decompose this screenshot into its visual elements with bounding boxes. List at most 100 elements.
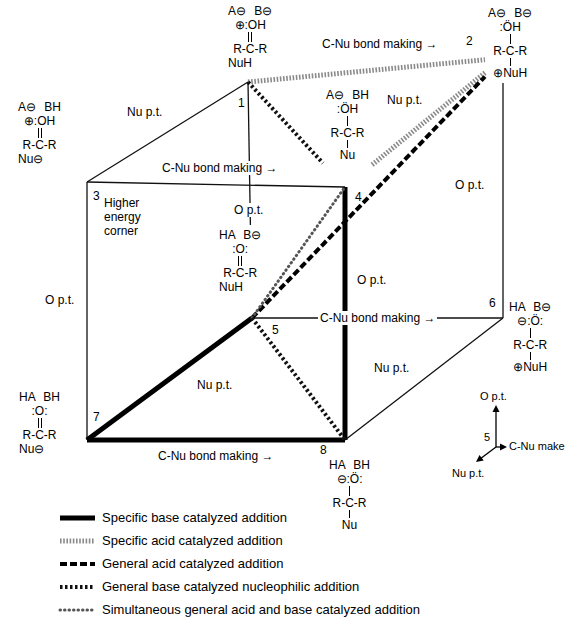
legend-text: Specific acid catalyzed addition	[102, 533, 283, 549]
counter-ions: HA BH	[329, 458, 370, 472]
carbon-center: R-C-R	[219, 266, 261, 280]
edge-label: Nu p.t.	[372, 361, 411, 375]
bond-line	[349, 510, 350, 518]
note: Higher energy corner	[104, 196, 150, 238]
corner-number: 3	[93, 189, 100, 203]
edge-label: O p.t.	[355, 273, 388, 287]
carbon-center: R-C-R	[19, 428, 60, 442]
bond-line	[510, 34, 511, 44]
oxygen-group: ⊖:Ö:	[509, 314, 551, 328]
bond-line	[530, 328, 531, 338]
bond-line	[38, 128, 42, 138]
cube-edge	[252, 77, 485, 318]
legend-text: General base catalyzed nucleophilic addi…	[102, 579, 359, 595]
legend-text: General acid catalyzed addition	[102, 556, 283, 572]
edge-label: O p.t.	[43, 293, 76, 307]
bond-line	[530, 352, 531, 360]
cube-edge	[252, 318, 345, 440]
counter-ions: HA BH	[19, 390, 60, 404]
legend-sample	[60, 562, 95, 566]
edge-label: Nu p.t.	[385, 93, 424, 107]
corner-number: 2	[466, 34, 473, 48]
carbon-center: R-C-R	[18, 138, 61, 152]
legend-sample	[60, 516, 95, 521]
cube-edge	[248, 82, 323, 163]
bond-line	[38, 418, 42, 428]
legend-text: Simultaneous general acid and base catal…	[102, 602, 420, 618]
structure-corner: HA B⊖:O: R-C-RNuH	[219, 228, 261, 294]
structure-corner: HA BH⊖:Ö:R-C-RNu	[329, 458, 370, 532]
nucleophile: ⊕NuH	[488, 66, 532, 80]
cube-edge	[345, 318, 503, 440]
cube-edge	[87, 318, 252, 440]
arrowhead	[476, 455, 484, 462]
nucleophile: NuH	[228, 56, 272, 70]
cube-edge	[248, 60, 485, 82]
bond-line	[347, 140, 348, 148]
corner-number: 1	[238, 96, 245, 110]
carbon-center: R-C-R	[509, 338, 551, 352]
nucleophile: ⊕NuH	[509, 360, 551, 374]
oxygen-group: :O:	[219, 242, 261, 256]
cube-edge	[86, 182, 87, 440]
corner-number: 8	[320, 443, 327, 457]
oxygen-group: :O:	[19, 404, 60, 418]
edge-label: C-Nu bond making →	[320, 37, 439, 51]
axis-label: 5	[484, 431, 490, 444]
corner-number: 5	[272, 323, 279, 337]
bond-line	[510, 58, 511, 66]
axis-label: Nu p.t.	[452, 467, 484, 480]
carbon-center: R-C-R	[488, 44, 532, 58]
carbon-center: R-C-R	[228, 42, 272, 56]
cube-edge	[87, 438, 345, 443]
legend-sample	[60, 539, 95, 544]
axis-line	[481, 447, 496, 458]
legend-sample	[60, 609, 95, 612]
counter-ions: A⊖ BH	[18, 100, 61, 114]
bond-line	[347, 116, 348, 126]
cube-edge	[372, 73, 485, 165]
bond-line	[248, 32, 252, 42]
corner-number: 4	[355, 190, 362, 204]
arrowhead	[500, 444, 507, 451]
oxygen-group: ⊖:Ö:	[329, 472, 370, 486]
cube-edge	[502, 83, 503, 318]
bond-line	[349, 486, 350, 496]
carbon-center: R-C-R	[326, 126, 369, 140]
axis-label: C-Nu make	[509, 440, 565, 453]
corner-number: 6	[489, 296, 496, 310]
edge-label: O p.t.	[453, 178, 486, 192]
counter-ions: HA B⊖	[219, 228, 261, 242]
counter-ions: A⊖ B⊖	[228, 4, 272, 18]
counter-ions: A⊖ BH	[326, 88, 369, 102]
structure-corner: HA B⊖⊖:Ö: R-C-R ⊕NuH	[509, 300, 551, 374]
nucleophile: Nu⊖	[18, 152, 61, 166]
axis-line	[495, 411, 496, 447]
axis-indicator	[476, 405, 507, 462]
oxygen-group: :ÖH	[326, 102, 369, 116]
structure-corner: A⊖ BH:ÖH R-C-R Nu	[326, 88, 369, 162]
arrowhead	[493, 405, 500, 412]
legend-sample	[60, 585, 95, 589]
edge-label: C-Nu bond making →	[156, 449, 275, 463]
structure-corner: A⊖ B⊖⊕:OHR-C-RNuH	[228, 4, 272, 70]
nucleophile: NuH	[219, 280, 261, 294]
nucleophile: Nu	[326, 148, 369, 162]
cube-edge	[252, 187, 345, 318]
oxygen-group: ⊕:OH	[18, 114, 61, 128]
edge-label: O p.t.	[232, 203, 265, 217]
structure-corner: A⊖ B⊖:ÖHR-C-R⊕NuH	[488, 6, 532, 80]
carbon-center: R-C-R	[329, 496, 370, 510]
cube-edge	[87, 182, 345, 187]
structure-corner: HA BH:O: R-C-RNu⊖	[19, 390, 60, 456]
edge-label: Nu p.t.	[195, 378, 234, 392]
edge-label: C-Nu bond making →	[318, 311, 437, 325]
structure-corner: A⊖ BH⊕:OH R-C-RNu⊖	[18, 100, 61, 166]
nucleophile: Nu⊖	[19, 442, 60, 456]
counter-ions: A⊖ B⊖	[488, 6, 532, 20]
axis-label: O p.t.	[480, 390, 507, 403]
edge-label: C-Nu bond making →	[160, 161, 279, 175]
counter-ions: HA B⊖	[509, 300, 551, 314]
